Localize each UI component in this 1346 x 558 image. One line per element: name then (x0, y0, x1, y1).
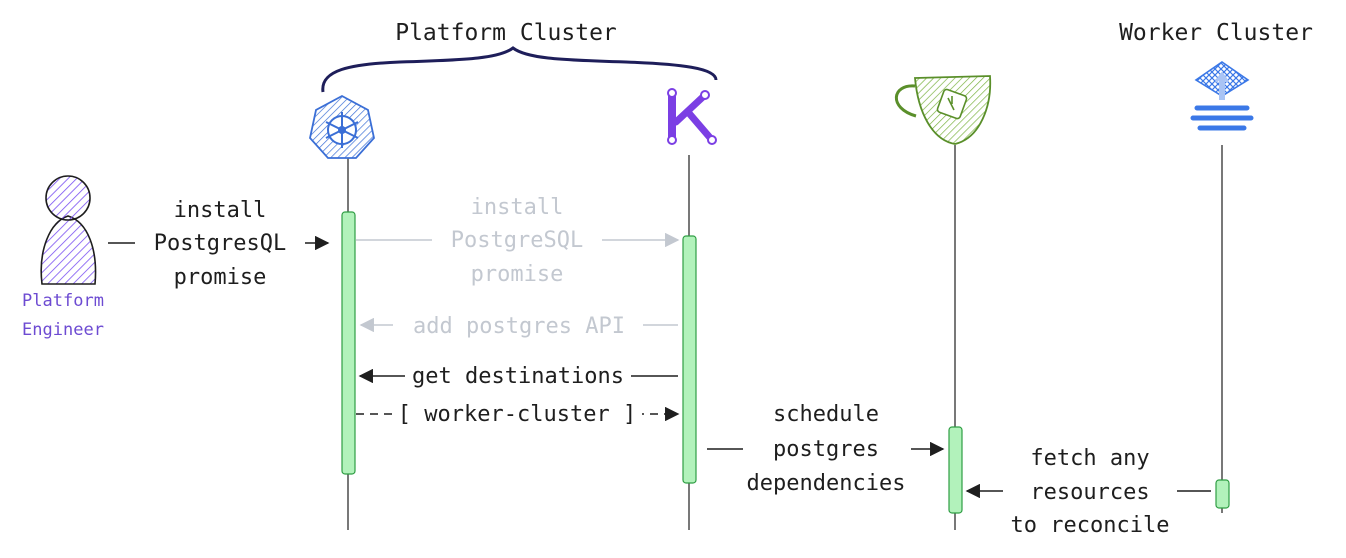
gitea-teacup-icon (894, 75, 992, 145)
fetch-line2: resources (1030, 480, 1149, 505)
install-promise-line2: PostgresQL (154, 231, 286, 256)
flux-activation-bar (1215, 479, 1230, 509)
engineer-label-line1: Platform (22, 291, 104, 311)
engineer-label-line2: Engineer (22, 320, 104, 340)
flux-icon (1190, 61, 1254, 131)
get-destinations-label-bg (405, 361, 631, 389)
fetch-line1: fetch any (1030, 446, 1149, 471)
platform-cluster-label: Platform Cluster (395, 20, 617, 46)
add-api-label-bg (393, 311, 643, 339)
kubernetes-icon (309, 94, 375, 159)
get-destinations-label: get destinations (412, 364, 624, 389)
schedule-label-bg (743, 398, 911, 496)
install-promise-label-bg (135, 193, 305, 291)
kubernetes-activation-bar (341, 211, 356, 475)
platform-cluster-brace (321, 46, 718, 93)
install-promise-line3: promise (174, 265, 267, 290)
fetch-line3: to reconcile (1011, 513, 1170, 538)
install-promise-faded-line3: promise (471, 262, 564, 287)
person-icon (40, 175, 97, 285)
schedule-line1: schedule (773, 402, 879, 427)
install-promise-faded-line2: PostgreSQL (451, 228, 583, 253)
install-promise-faded-line1: install (471, 195, 564, 220)
kratix-activation-bar (682, 235, 697, 484)
schedule-line2: postgres (773, 437, 879, 462)
schedule-line3: dependencies (747, 471, 906, 496)
kratix-icon (667, 88, 717, 145)
add-api-label: add postgres API (413, 314, 625, 339)
worker-cluster-label-bg (392, 398, 642, 428)
fetch-label-bg (1003, 440, 1177, 540)
worker-cluster-label: Worker Cluster (1119, 20, 1313, 46)
install-promise-line1: install (174, 198, 267, 223)
worker-cluster-return-label: [ worker-cluster ] (398, 402, 636, 427)
install-promise-faded-label-bg (432, 195, 602, 287)
gitea-activation-bar (948, 426, 963, 514)
